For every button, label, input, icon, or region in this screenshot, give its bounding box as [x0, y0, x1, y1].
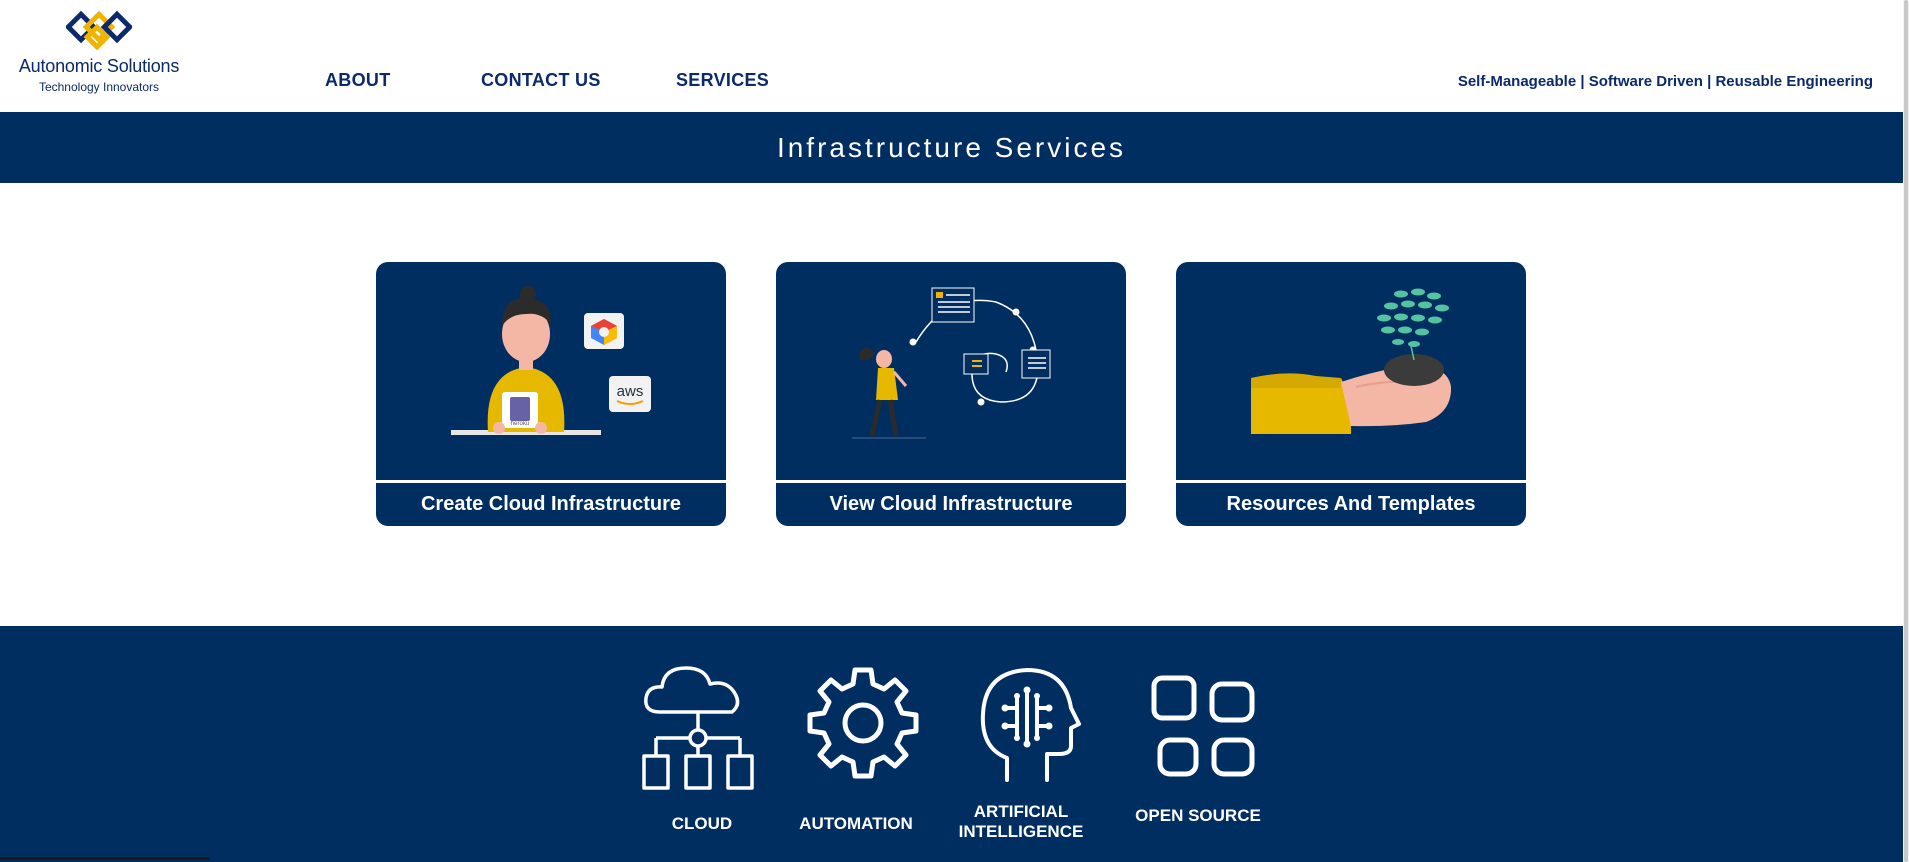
features-footer: CLOUD AUTOMATION	[0, 626, 1903, 862]
nav-services[interactable]: SERVICES	[676, 70, 770, 90]
gcp-icon	[584, 313, 624, 349]
brand-logo[interactable]: Autonomic Solutions Technology Innovator…	[14, 10, 184, 95]
view-cloud-infrastructure-card[interactable]: View Cloud Infrastructure	[776, 262, 1126, 526]
feature-label: CLOUD	[671, 814, 733, 833]
scrollbar-thumb[interactable]	[1904, 0, 1908, 862]
brand-name: Autonomic Solutions	[18, 56, 180, 76]
bottom-left-edge-line	[0, 857, 210, 860]
logo-diamonds-icon	[66, 10, 132, 50]
apps-grid-icon	[1151, 675, 1255, 777]
site-header: Autonomic Solutions Technology Innovator…	[0, 0, 1903, 112]
card-label: Resources And Templates	[1226, 493, 1476, 515]
card-label: Create Cloud Infrastructure	[420, 493, 682, 515]
ai-head-icon	[980, 668, 1081, 782]
page-scrollbar[interactable]	[1903, 0, 1909, 862]
card-label: View Cloud Infrastructure	[829, 493, 1073, 515]
gear-icon	[807, 667, 919, 779]
nav-about[interactable]: ABOUT	[325, 70, 391, 90]
svg-text:aws: aws	[617, 383, 644, 400]
nav-contact-us[interactable]: CONTACT US	[481, 70, 601, 90]
page-title-banner: Infrastructure Services	[0, 112, 1903, 183]
feature-label: AUTOMATION	[799, 814, 913, 833]
card-divider	[1176, 480, 1526, 483]
spiral-dashboard-illustration	[852, 287, 1051, 439]
feature-label-line2: INTELLIGENCE	[958, 822, 1084, 841]
page-title: Infrastructure Services	[776, 132, 1127, 163]
developer-illustration: heroku aws	[451, 286, 651, 435]
card-divider	[776, 480, 1126, 483]
create-cloud-infrastructure-card[interactable]: heroku aws Create Cloud Infrastructure	[376, 262, 726, 526]
feature-label: OPEN SOURCE	[1135, 806, 1261, 825]
aws-icon: aws	[609, 376, 651, 412]
header-tagline: Self-Manageable | Software Driven | Reus…	[1457, 73, 1873, 90]
hand-holding-plant-illustration	[1251, 288, 1452, 434]
feature-label-line1: ARTIFICIAL	[973, 802, 1069, 821]
resources-and-templates-card[interactable]: Resources And Templates	[1176, 262, 1526, 526]
card-divider	[376, 480, 726, 483]
brand-tagline: Technology Innovators	[38, 80, 160, 94]
cloud-network-icon	[642, 666, 754, 790]
svg-text:heroku: heroku	[511, 421, 529, 427]
